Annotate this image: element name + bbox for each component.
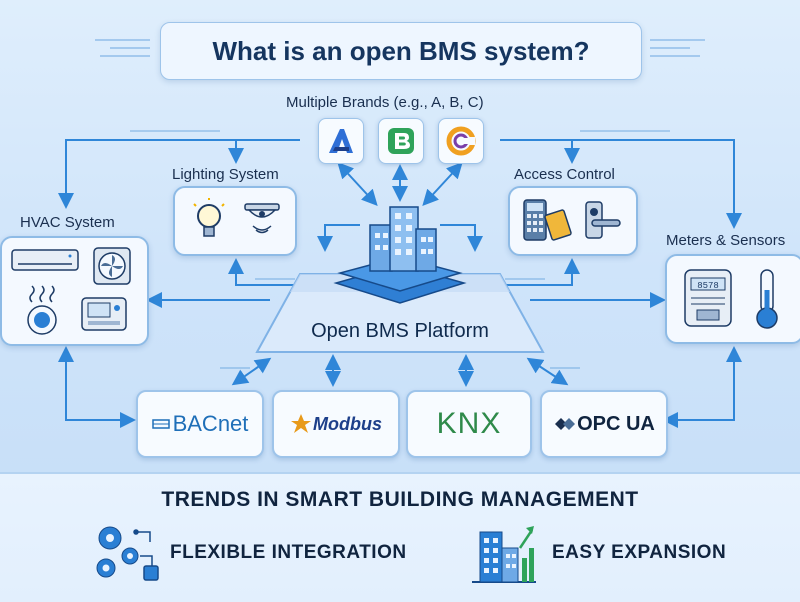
light-bulb-icon <box>193 198 225 237</box>
lighting-label: Lighting System <box>172 166 279 183</box>
page-title: What is an open BMS system? <box>212 35 590 66</box>
knx-label: KNX <box>436 407 502 440</box>
brand-a-icon <box>329 129 353 153</box>
fan-icon <box>93 247 131 285</box>
opcua-logo-icon <box>555 418 576 430</box>
access-label: Access Control <box>514 166 615 183</box>
thermostat-display-icon <box>81 297 127 331</box>
building-icon <box>333 206 467 304</box>
protocol-opcua: OPC UA <box>540 390 668 458</box>
meter-reading: 8578 <box>697 281 719 291</box>
modbus-logo-icon <box>291 414 311 433</box>
thermostat-dial-icon <box>27 285 57 335</box>
brand-a-logo <box>318 118 364 164</box>
trend-easy-expansion: EASY EXPANSION <box>552 542 727 563</box>
modbus-label: Modbus <box>313 413 382 434</box>
meters-panel: 8578 <box>665 254 800 344</box>
bacnet-label: BACnet <box>172 411 249 436</box>
trends-title: TRENDS IN SMART BUILDING MANAGEMENT <box>161 488 639 511</box>
electric-meter-icon: 8578 <box>684 269 732 327</box>
keypad-card-icon <box>523 199 572 241</box>
building-growth-icon <box>472 526 536 583</box>
brand-b-icon <box>388 128 414 154</box>
trends-panel <box>0 472 800 602</box>
hvac-panel <box>0 236 149 346</box>
trend-flexible-integration: FLEXIBLE INTEGRATION <box>170 542 407 563</box>
hvac-label: HVAC System <box>20 214 115 231</box>
brand-b-logo <box>378 118 424 164</box>
brand-c-logo <box>438 118 484 164</box>
protocol-bacnet: BACnet <box>136 390 264 458</box>
brands-label: Multiple Brands (e.g., A, B, C) <box>286 94 484 111</box>
door-lock-icon <box>585 201 621 239</box>
brand-c-icon <box>446 126 476 156</box>
bacnet-logo-icon <box>151 419 170 429</box>
thermometer-icon <box>756 269 778 329</box>
platform-label: Open BMS Platform <box>311 320 489 342</box>
ceiling-sensor-icon <box>244 203 280 234</box>
gears-network-icon <box>96 526 159 581</box>
meters-label: Meters & Sensors <box>666 232 786 249</box>
protocol-modbus: Modbus <box>272 390 400 458</box>
access-panel <box>508 186 638 256</box>
opcua-label: OPC UA <box>577 412 655 435</box>
air-conditioner-icon <box>11 249 79 271</box>
protocol-knx: KNX <box>406 390 532 458</box>
title-box: What is an open BMS system? <box>160 22 642 80</box>
lighting-panel <box>173 186 297 256</box>
